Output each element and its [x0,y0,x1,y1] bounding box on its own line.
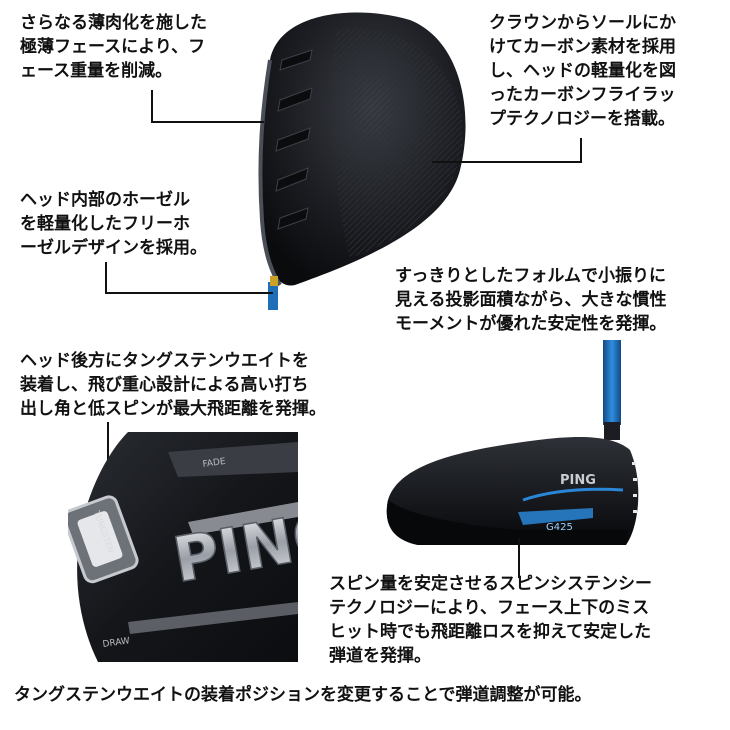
crown-leader-h [432,161,582,163]
crown-leader-v [580,138,582,163]
spin-annotation: スピン量を安定させるスピンシステンシー テクノロジーにより、フェース上下のミス … [329,572,652,668]
hosel-line-2: を軽量化したフリーホ [20,214,190,234]
crown-line-3: し、ヘッドの軽量化を図 [489,61,676,81]
crown-annotation: クラウンからソールにか けてカーボン素材を採用 し、ヘッドの軽量化を図 ったカー… [489,11,676,131]
spin-line-1: スピン量を安定させるスピンシステンシー [329,574,652,594]
driver-crown-image [240,0,480,310]
spin-line-3: ヒット時でも飛距離ロスを抑えて安定した [329,622,652,642]
face-line-2: 極薄フェースにより、フ [20,37,206,57]
spin-line-2: テクノロジーにより、フェース上下のミス [329,598,650,618]
side-model-mark: G425 [546,522,573,533]
form-line-1: すっきりとしたフォルムで小振りに [395,266,666,286]
driver-side-image: PING G425 [378,340,668,565]
hosel-line-1: ヘッド内部のホーゼル [20,190,190,210]
face-line-1: さらなる薄肉化を施した [20,13,207,33]
crown-line-2: けてカーボン素材を採用 [489,37,676,57]
face-line-3: ェース重量を削減。 [20,61,173,81]
tungsten-annotation: ヘッド後方にタングステンウエイトを 装着し、飛び重心設計による高い打ち 出し角と… [20,349,326,421]
tungsten-leader [107,422,109,494]
face-annotation: さらなる薄肉化を施した 極薄フェースにより、フ ェース重量を削減。 [20,11,207,83]
form-line-3: モーメントが優れた安定性を発揮。 [395,314,667,334]
hosel-line-3: ーゼルデザインを採用。 [20,238,207,258]
crown-line-4: ったカーボンフライラッ [489,85,676,105]
crown-line-5: プテクノロジーを搭載。 [489,109,675,129]
hosel-leader-h [105,292,273,294]
sole-closeup-image: TUNGSTEN FADE DRAW PING [62,432,350,662]
side-ping-logo: PING [560,473,596,488]
face-leader-h [151,121,264,123]
tungsten-line-1: ヘッド後方にタングステンウエイトを [20,351,309,371]
hosel-annotation: ヘッド内部のホーゼル を軽量化したフリーホ ーゼルデザインを採用。 [20,188,207,260]
face-leader-v [151,90,153,122]
form-annotation: すっきりとしたフォルムで小振りに 見える投影面積ながら、大きな慣性 モーメントが… [395,264,667,336]
tungsten-line-2: 装着し、飛び重心設計による高い打ち [20,375,309,395]
form-line-2: 見える投影面積ながら、大きな慣性 [395,290,667,310]
spin-line-4: 弾道を発揮。 [329,646,431,666]
footer-note: タングステンウエイトの装着ポジションを変更することで弾道調整が可能。 [14,685,592,705]
fade-label: FADE [202,457,227,470]
tungsten-line-3: 出し角と低スピンが最大飛距離を発揮。 [20,399,326,419]
draw-label: DRAW [102,636,131,650]
hosel-leader-v [105,262,107,294]
spin-leader [518,538,520,578]
crown-line-1: クラウンからソールにか [489,13,676,33]
